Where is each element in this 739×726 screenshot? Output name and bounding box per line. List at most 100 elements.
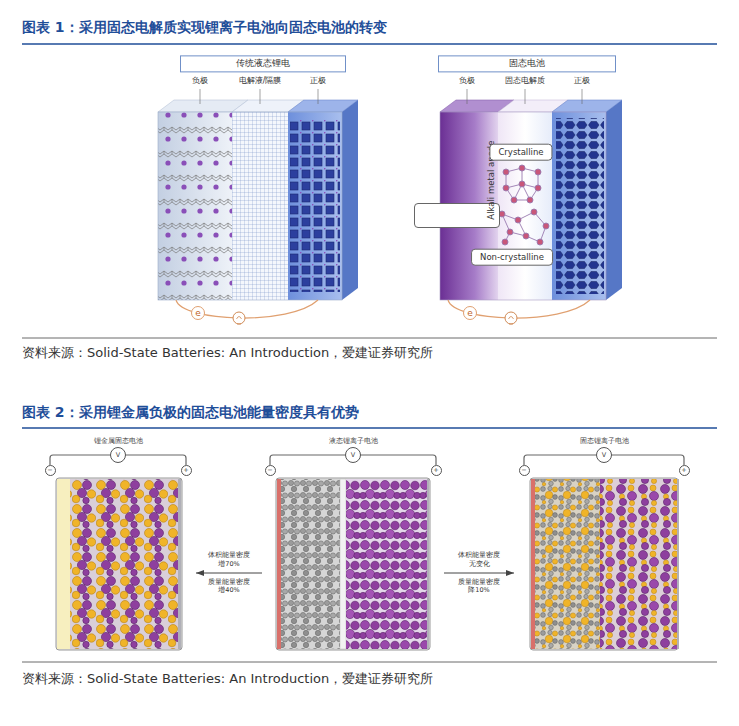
separator: [340, 479, 346, 649]
node-text: −: [267, 467, 272, 475]
terminal-plus: +: [679, 465, 690, 476]
part-label: 负极: [192, 76, 208, 86]
voltmeter-symbol: V: [596, 447, 612, 463]
bulb-filament: [237, 317, 242, 325]
network-atom: [507, 229, 513, 235]
leader-line: [467, 89, 468, 104]
battery-title: 固态锂离子电池: [514, 438, 694, 446]
terminal-minus: −: [519, 465, 530, 476]
edge-label: 体积能量密度 增70%: [206, 551, 252, 568]
battery-case: [56, 478, 182, 650]
part-label: 正极: [574, 76, 590, 86]
electron-circle: e: [463, 306, 477, 320]
network-atom: [502, 239, 508, 245]
bulb-icon: [505, 312, 517, 324]
panel-title-box: 传统液态锂电: [180, 55, 346, 72]
mixed-particles: [70, 479, 178, 649]
bulb-filament: [509, 317, 514, 325]
part-label: 正极: [310, 76, 326, 86]
leader-line: [260, 89, 261, 104]
cathode-particles: [346, 479, 427, 649]
cathode-side: [342, 100, 358, 300]
edge-label: 体积能量密度 无变化: [456, 551, 502, 568]
cathode-side: [606, 100, 622, 300]
source-note: 资料来源：Solid-State Batteries: An Introduct…: [22, 671, 433, 687]
battery-title: 锂金属固态电池: [40, 438, 196, 446]
network-atom: [515, 217, 521, 223]
cell-outline: [158, 112, 342, 300]
network-atom: [537, 239, 543, 245]
external-wire: [448, 300, 590, 318]
edge-note: 质量能量密度 增40%: [206, 578, 252, 595]
lattice-atom: [527, 197, 533, 203]
structure-tag: Non-crystalline: [471, 249, 553, 266]
figure-heading: 图表 2：采用锂金属负极的固态电池能量密度具有优势: [22, 403, 359, 421]
liquid-cell-figure: [158, 89, 358, 324]
panel-title-box: 固态电池: [438, 55, 616, 72]
leader-line: [200, 89, 201, 104]
figure-heading: 图表 1：采用固态电解质实现锂离子电池向固态电池的转变: [22, 18, 387, 36]
node-text: 固态电池: [509, 58, 545, 68]
node-text: Crystalline: [498, 147, 543, 157]
edge-note: 质量能量密度 降10%: [456, 578, 502, 595]
separator-slab: [232, 112, 288, 300]
battery-cell: 液态锂离子电池−V+: [262, 436, 444, 655]
terminal-minus: −: [265, 465, 276, 476]
cathode-slab: [288, 112, 342, 300]
node-text: V: [351, 452, 355, 460]
cathode-slab: [552, 112, 606, 300]
lattice-atom: [503, 185, 509, 191]
lattice-atom: [511, 197, 517, 203]
terminal-minus: −: [45, 465, 56, 476]
amorphous-network: [499, 209, 549, 245]
network-atom: [531, 209, 537, 215]
node-text: +: [433, 467, 438, 475]
current-collector: [531, 479, 535, 649]
lattice-atom: [503, 169, 509, 175]
external-wire: [176, 300, 318, 318]
battery-middle: [270, 455, 436, 650]
node-text: +: [681, 467, 686, 475]
electron-circle: e: [191, 306, 205, 320]
battery-case: [530, 478, 678, 650]
part-label: 电解液/隔膜: [239, 76, 282, 86]
lattice-atom: [519, 165, 525, 171]
bulb-glass: [505, 312, 517, 324]
network-atom: [543, 223, 549, 229]
lithium-metal-band: [57, 479, 70, 649]
heading-rule: [22, 427, 717, 429]
graphite-particles: [281, 479, 340, 649]
current-collector: [427, 479, 429, 649]
terminal-plus: +: [431, 465, 442, 476]
structure-tag: Crystalline: [489, 144, 552, 161]
current-collector: [677, 479, 679, 649]
cathode-composite: [600, 479, 677, 649]
node-text: −: [47, 467, 52, 475]
leader-line: [582, 89, 583, 104]
network-bonds: [502, 212, 546, 242]
node-text: 传统液态锂电: [236, 58, 290, 68]
part-label: 固态电解质: [505, 76, 545, 86]
lattice-atom: [535, 185, 541, 191]
node-text: V: [116, 452, 120, 460]
bulb-icon: [233, 312, 245, 324]
crystal-lattice: [503, 165, 541, 203]
network-atom: [523, 233, 529, 239]
heading-rule: [22, 43, 717, 45]
lattice-bonds: [506, 168, 538, 200]
node-text: e: [195, 309, 201, 318]
cathode-hexagons: [556, 118, 604, 294]
source-note: 资料来源：Solid-State Batteries: An Introduct…: [22, 345, 433, 361]
current-collector: [178, 479, 181, 649]
separator-mesh: [232, 112, 288, 300]
part-label: 负极: [459, 76, 475, 86]
node-text: e: [467, 309, 473, 318]
anode-slab: [158, 112, 232, 300]
anode-composite: [535, 479, 600, 649]
electrolyte-slab: [498, 112, 552, 300]
figure-rule: [22, 338, 717, 339]
node-text: Non-crystalline: [480, 252, 544, 262]
